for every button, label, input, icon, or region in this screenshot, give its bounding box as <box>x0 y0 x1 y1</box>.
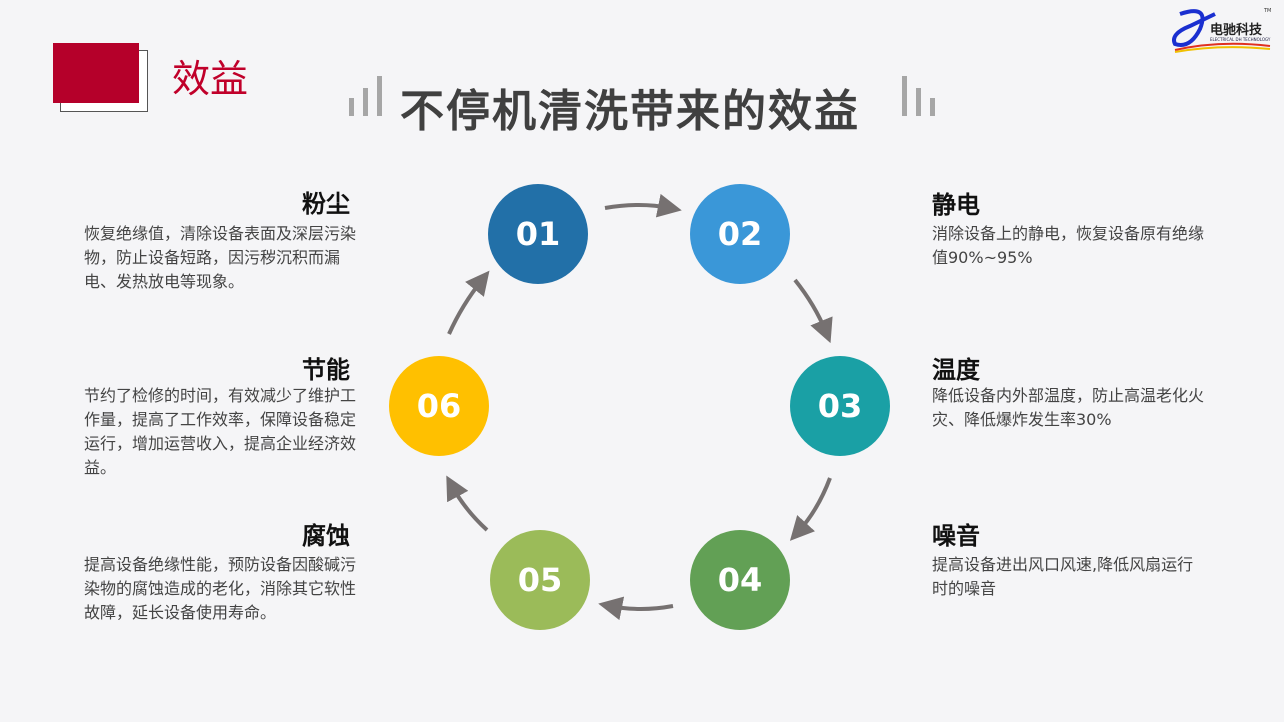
text-energy: 节约了检修的时间，有效减少了维护工作量，提高了工作效率，保障设备稳定运行，增加运… <box>84 386 357 477</box>
text-noise: 提高设备进出风口风速,降低风扇运行时的噪音 <box>932 555 1194 598</box>
heading-static: 静电 <box>932 191 980 219</box>
title-deco-bar <box>930 98 935 116</box>
arrow-05-06 <box>446 475 489 532</box>
heading-energy: 节能 <box>302 356 350 384</box>
heading-noise: 噪音 <box>932 522 980 550</box>
page-title: 不停机清洗带来的效益 <box>400 86 860 137</box>
section-marker <box>53 43 139 103</box>
title-deco-bar <box>916 88 921 116</box>
step-circle-03: 03 <box>790 356 890 456</box>
title-deco-bar <box>363 88 368 116</box>
arrow-01-02 <box>604 193 682 218</box>
step-circle-04: 04 <box>690 530 790 630</box>
title-deco-bar <box>377 76 382 116</box>
heading-dust: 粉尘 <box>302 190 350 218</box>
step-circle-05: 05 <box>490 530 590 630</box>
text-corrosion: 提高设备绝缘性能，预防设备因酸碱污染物的腐蚀造成的老化，消除其它软性故障，延长设… <box>84 555 357 622</box>
title-deco-bar <box>349 98 354 116</box>
step-circle-06: 06 <box>389 356 489 456</box>
text-dust: 恢复绝缘值，清除设备表面及深层污染物，防止设备短路，因污秽沉积而漏电、发热放电等… <box>84 224 357 291</box>
title-deco-bar <box>902 76 907 116</box>
svg-text:电驰科技: 电驰科技 <box>1210 22 1263 38</box>
arrow-02-03 <box>793 278 833 344</box>
company-logo: 电驰科技 ELECTRICAL DH TECHNOLOGY TM <box>1170 4 1274 54</box>
arrow-03-04 <box>789 477 832 541</box>
step-circle-02: 02 <box>690 184 790 284</box>
heading-corrosion: 腐蚀 <box>302 522 350 550</box>
arrow-04-05 <box>598 596 674 621</box>
text-static: 消除设备上的静电，恢复设备原有绝缘值90%~95% <box>932 224 1205 267</box>
text-temperature: 降低设备内外部温度，防止高温老化火灾、降低爆炸发生率30% <box>932 386 1205 429</box>
arrow-06-01 <box>447 270 490 335</box>
svg-text:TM: TM <box>1263 8 1271 14</box>
step-circle-01: 01 <box>488 184 588 284</box>
heading-temperature: 温度 <box>932 356 980 384</box>
svg-text:ELECTRICAL DH TECHNOLOGY: ELECTRICAL DH TECHNOLOGY <box>1210 37 1271 42</box>
section-label: 效益 <box>172 57 249 101</box>
